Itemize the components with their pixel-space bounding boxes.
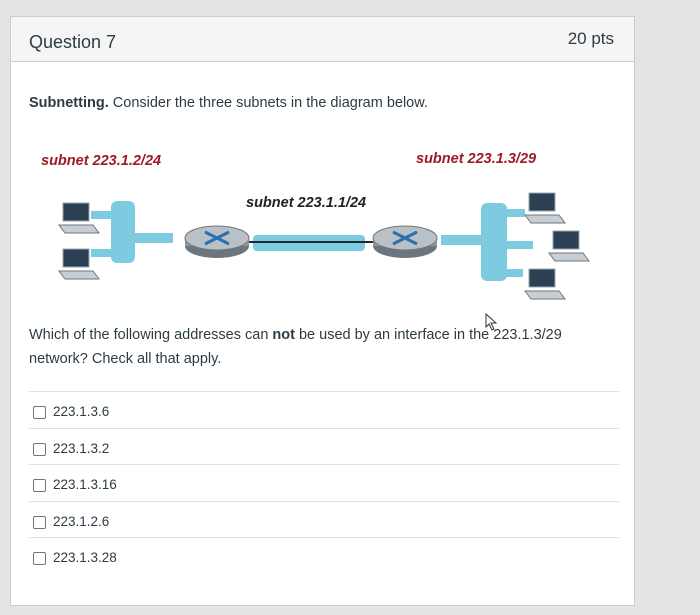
right-subnet-bus bbox=[481, 203, 507, 281]
checkbox-icon[interactable] bbox=[33, 479, 46, 492]
question-header: Question 7 20 pts bbox=[11, 17, 634, 62]
question-intro: Subnetting. Consider the three subnets i… bbox=[29, 95, 428, 111]
router-left bbox=[184, 225, 250, 258]
right-link bbox=[441, 235, 485, 245]
intro-bold: Subnetting. bbox=[29, 95, 109, 111]
answer-option[interactable]: 223.1.3.6 bbox=[29, 391, 619, 428]
answer-option[interactable]: 223.1.3.16 bbox=[29, 464, 619, 501]
checkbox-icon[interactable] bbox=[33, 552, 46, 565]
answer-label[interactable]: 223.1.3.2 bbox=[53, 440, 110, 456]
question-text: Which of the following addresses can not… bbox=[29, 323, 619, 371]
left-link bbox=[131, 233, 173, 243]
question-text-before: Which of the following addresses can bbox=[29, 327, 273, 343]
checkbox-icon[interactable] bbox=[33, 515, 46, 529]
left-subnet-bus bbox=[111, 201, 135, 263]
answer-option[interactable]: 223.1.3.2 bbox=[29, 427, 619, 465]
host-right-3-icon bbox=[524, 268, 566, 300]
intro-text: Consider the three subnets in the diagra… bbox=[108, 95, 428, 111]
question-card: Question 7 20 pts Subnetting. Consider t… bbox=[10, 16, 635, 606]
mouse-cursor-icon bbox=[485, 313, 498, 331]
subnet-right-label: subnet 223.1.3/29 bbox=[416, 151, 537, 167]
network-diagram: subnet 223.1.2/24 subnet 223.1.1/24 subn… bbox=[41, 145, 601, 305]
answer-label[interactable]: 223.1.3.6 bbox=[53, 404, 110, 419]
answer-option[interactable]: 223.1.3.28 bbox=[29, 537, 619, 574]
router-right bbox=[372, 225, 438, 258]
answer-label[interactable]: 223.1.2.6 bbox=[53, 513, 110, 529]
checkbox-icon[interactable] bbox=[33, 406, 46, 419]
host-right-1-icon bbox=[524, 192, 566, 224]
question-title: Question 7 bbox=[29, 32, 117, 52]
question-points: 20 pts bbox=[567, 29, 614, 48]
question-text-after: be used by an interface in the 223.1.3/2… bbox=[29, 327, 562, 367]
subnet-center-label: subnet 223.1.1/24 bbox=[246, 195, 367, 211]
answer-list: 223.1.3.6 223.1.3.2 223.1.3.16 223.1.2.6… bbox=[29, 391, 619, 574]
subnet-left-label: subnet 223.1.2/24 bbox=[41, 153, 162, 169]
answer-label[interactable]: 223.1.3.16 bbox=[53, 477, 117, 492]
answer-option[interactable]: 223.1.2.6 bbox=[29, 500, 619, 538]
network-diagram-graphic bbox=[58, 192, 590, 300]
answer-label[interactable]: 223.1.3.28 bbox=[53, 550, 117, 565]
host-left-2-icon bbox=[58, 248, 100, 280]
host-right-2-icon bbox=[548, 230, 590, 262]
checkbox-icon[interactable] bbox=[33, 442, 46, 456]
host-left-1-icon bbox=[58, 202, 100, 234]
question-text-emphasis: not bbox=[272, 327, 295, 343]
